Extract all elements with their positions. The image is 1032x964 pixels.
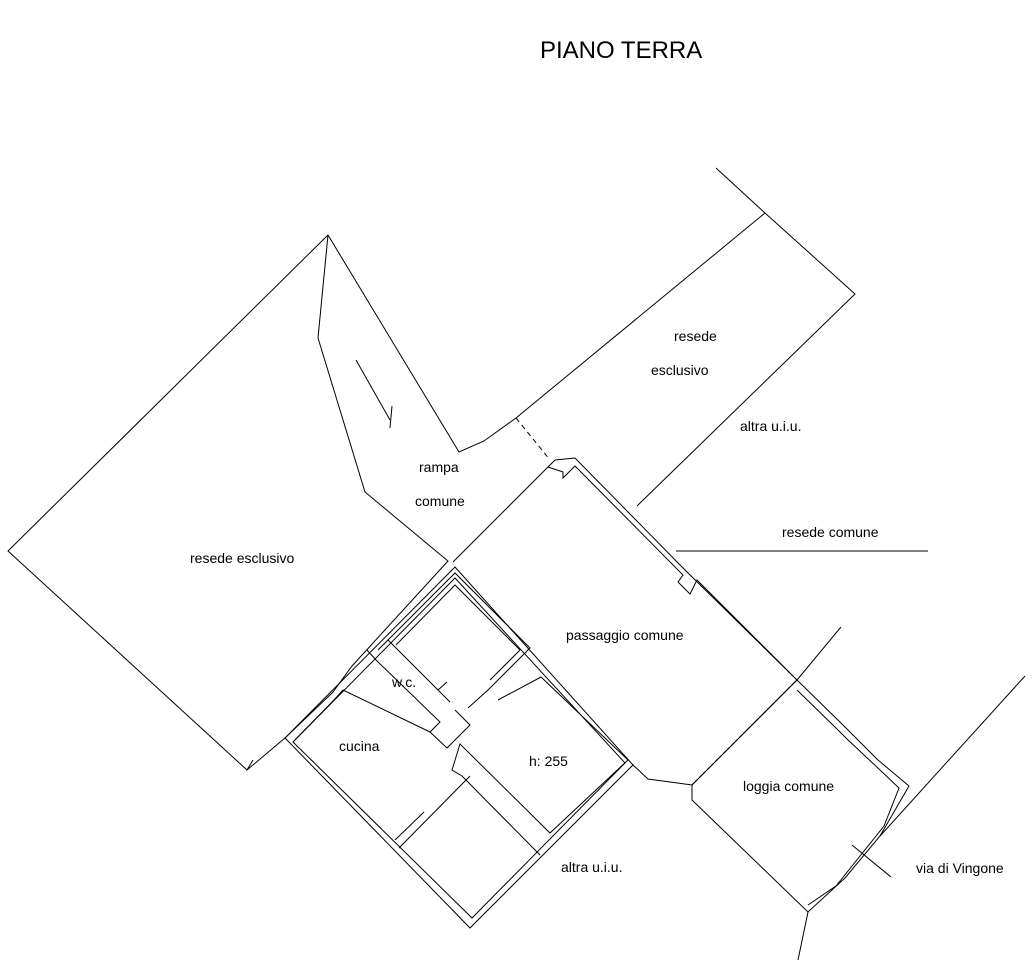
street-line-upper [880,676,1025,836]
page-title: PIANO TERRA [540,37,703,64]
cucina-tick [395,812,424,840]
top-right-extension-line [716,168,765,213]
dashed-divider-top [516,418,550,460]
passaggio-comune-boundary [453,458,797,785]
label-cucina: cucina [339,738,380,754]
label-passaggio-comune: passaggio comune [566,627,684,643]
label-loggia-comune: loggia comune [743,778,835,794]
label-altra-uiu-top: altra u.i.u. [740,418,802,434]
loggia-inner [797,690,899,905]
label-via-di-vingone: via di Vingone [916,860,1004,876]
room-h255-inner [399,776,470,848]
wc-walls [367,650,470,748]
upper-room-inner-wall [396,585,520,680]
label-esclusivo-top: esclusivo [651,362,709,378]
passaggio-comune-inner [548,466,797,680]
loggia-comune-boundary [692,680,909,912]
street-line-lower [798,912,808,960]
wc-inner [378,640,450,702]
room-h255-wall [452,677,628,855]
right-boundary-line [797,627,841,680]
label-resede-comune: resede comune [782,524,879,540]
label-altra-uiu-bottom: altra u.i.u. [561,859,623,875]
resede-esclusivo-left-boundary [8,235,448,770]
street-leader [852,845,891,877]
building-outer-wall [285,567,633,928]
label-wc: w.c. [392,674,417,690]
rampa-inner-tick [390,406,392,428]
label-comune-rampa: comune [415,493,465,509]
label-resede-esclusivo-left: resede esclusivo [190,550,295,566]
upper-room-wall [388,573,530,708]
label-resede-top: resede [674,328,717,344]
rampa-inner-mark [356,360,390,420]
cucina-wall [293,690,430,742]
small-stub-line [247,760,253,770]
rampa-boundary [328,213,855,506]
label-rampa: rampa [419,459,459,475]
label-room-height: h: 255 [529,753,568,769]
